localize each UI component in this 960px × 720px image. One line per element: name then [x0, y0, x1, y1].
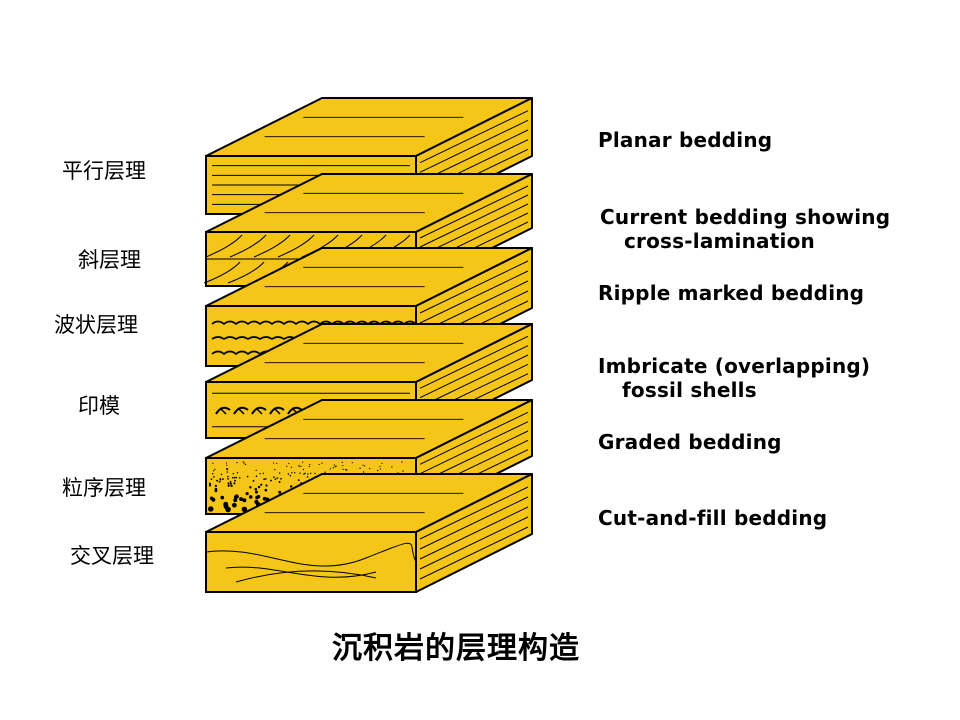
label-zh-cutfill: 交叉层理 [70, 544, 154, 568]
slab-texture [205, 486, 529, 583]
label-zh-imprint: 印模 [78, 394, 120, 418]
slab-cutfill [205, 473, 533, 593]
label-en-ripple: Ripple marked bedding [598, 281, 865, 305]
label-en-graded: Graded bedding [598, 430, 782, 454]
label-en-imbricate: Imbricate (overlapping) fossil shells [598, 354, 871, 402]
label-zh-cross: 斜层理 [78, 248, 141, 272]
label-en-planar: Planar bedding [598, 128, 773, 152]
slab-front-face [205, 531, 417, 593]
label-en-current: Current bedding showing cross-lamination [600, 205, 891, 253]
slide-caption: 沉积岩的层理构造 [332, 631, 580, 666]
label-zh-graded: 粒序层理 [62, 476, 146, 500]
label-zh-planar: 平行层理 [62, 159, 146, 183]
label-en-cutfill: Cut-and-fill bedding [598, 506, 828, 530]
label-zh-ripple: 波状层理 [54, 313, 138, 337]
